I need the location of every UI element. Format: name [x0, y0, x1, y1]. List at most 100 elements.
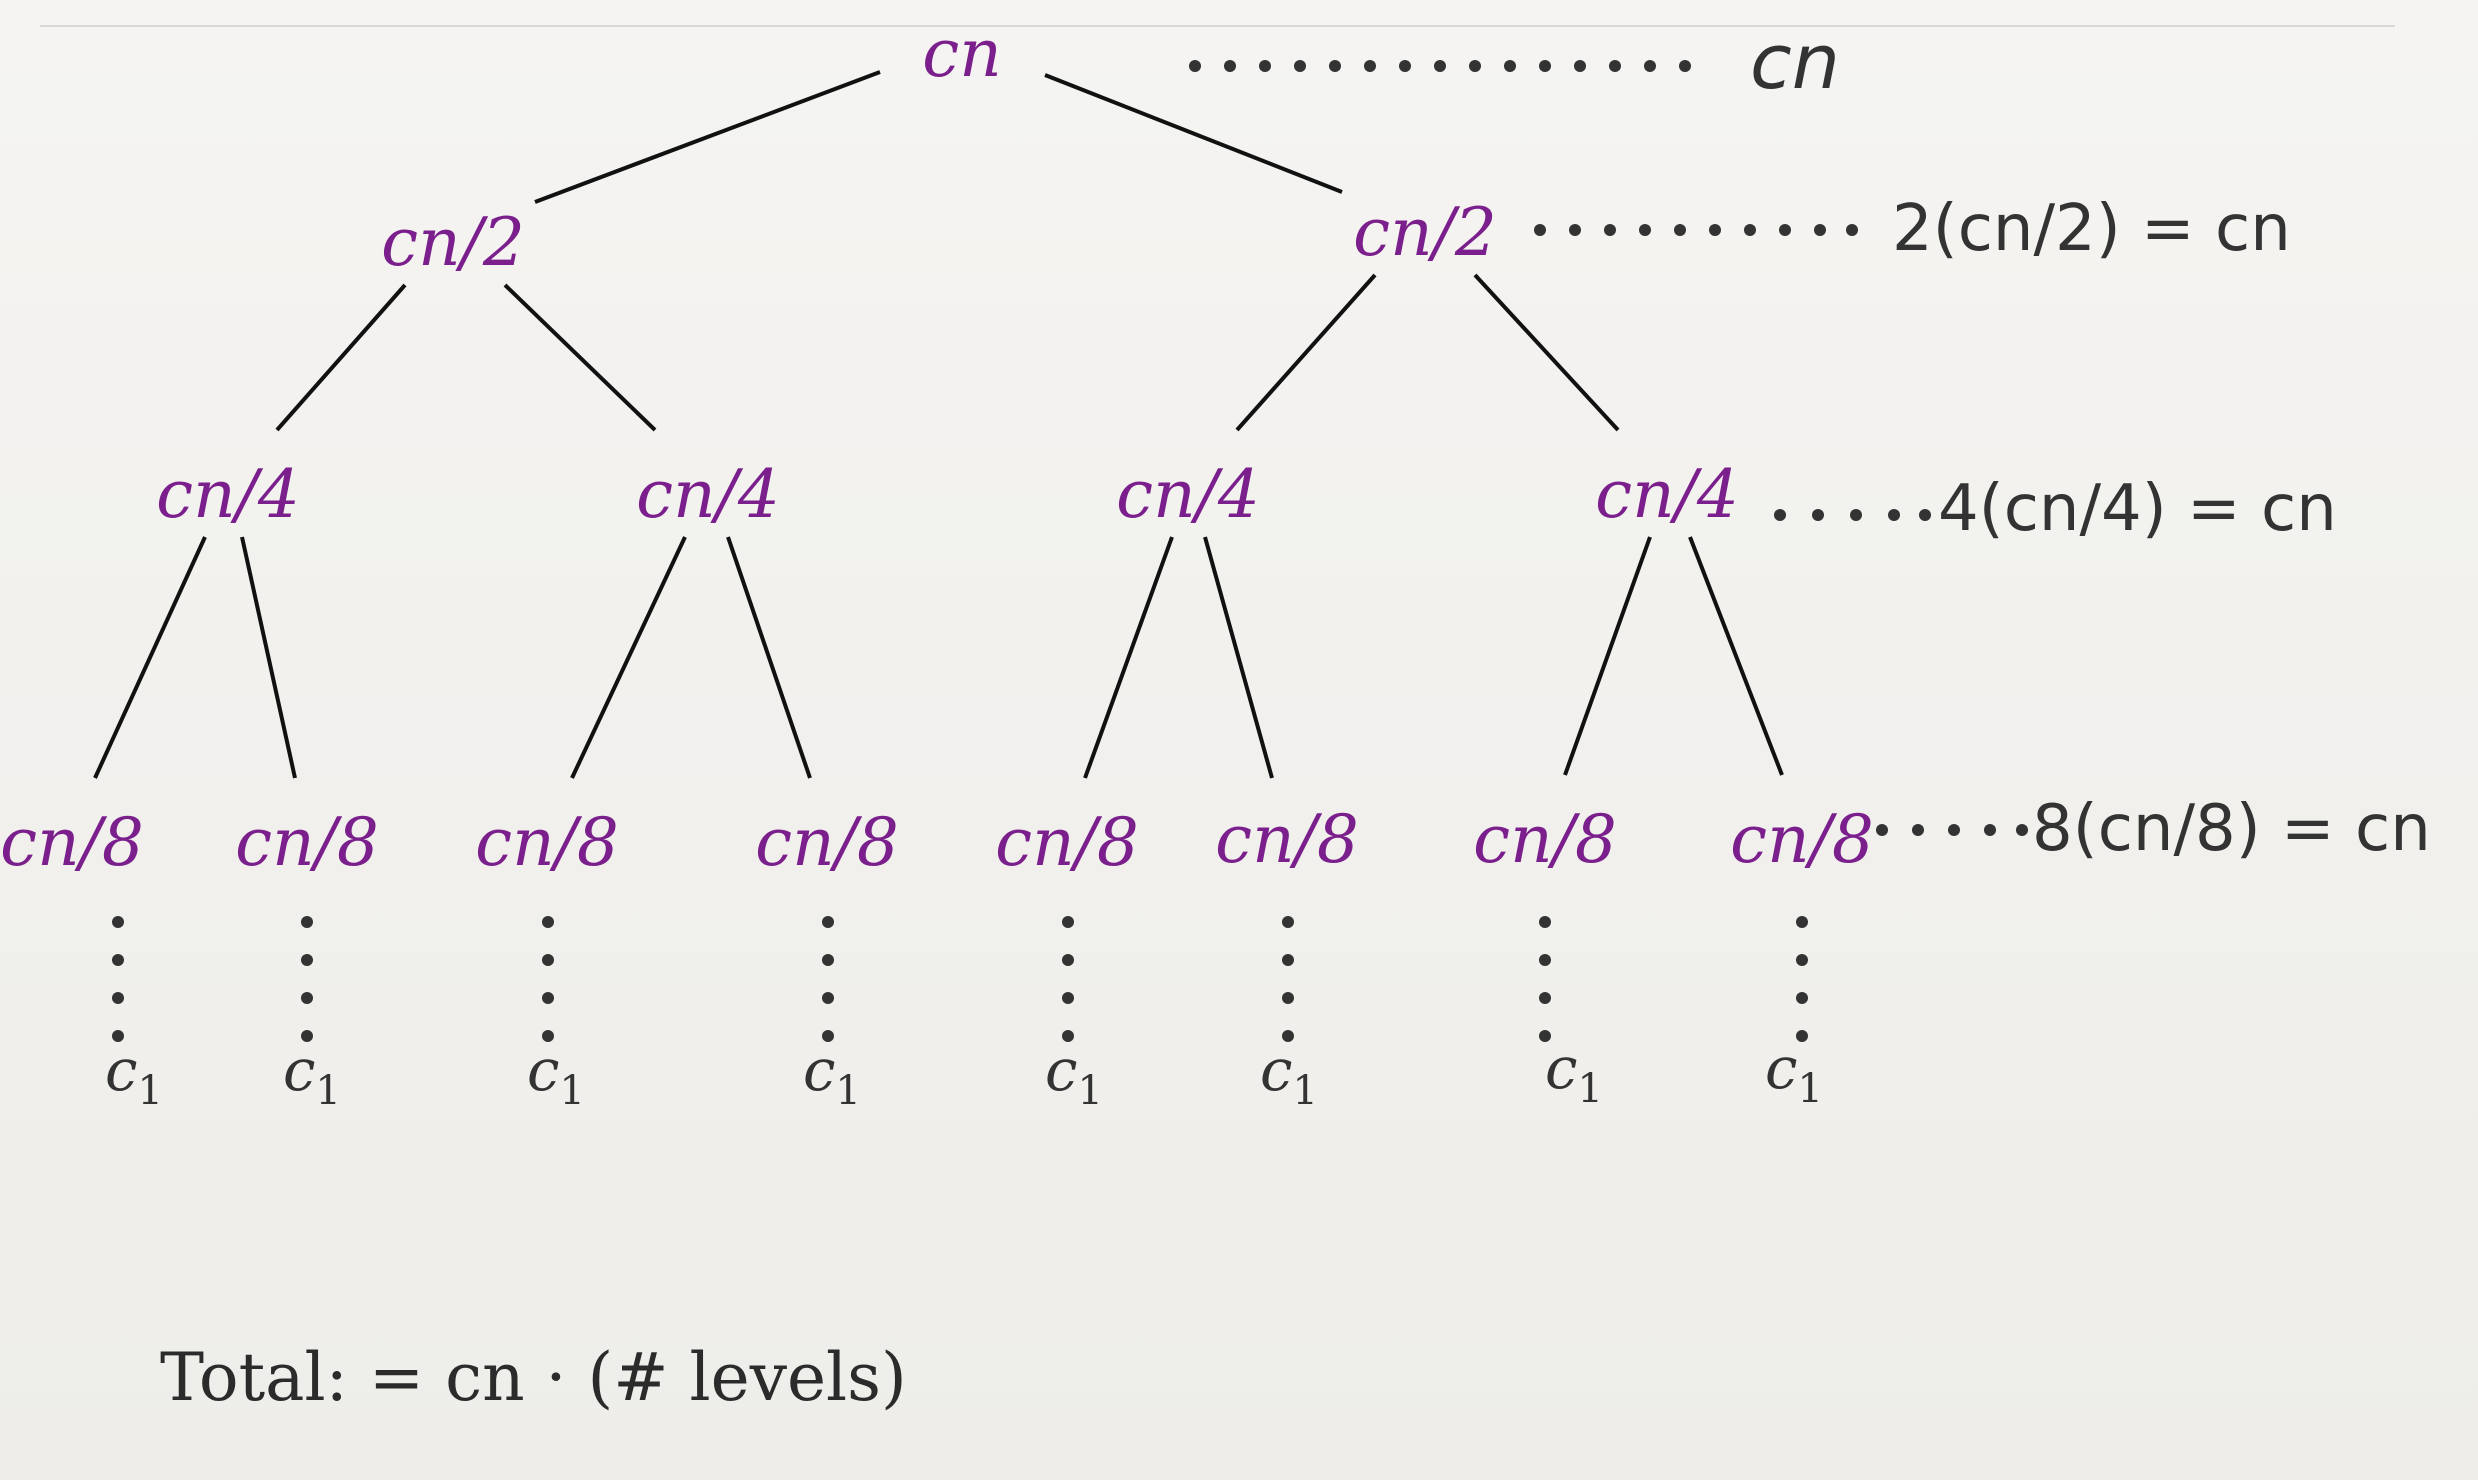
dot — [1539, 992, 1551, 1004]
edge — [534, 70, 881, 204]
dot — [822, 916, 834, 928]
dot — [1888, 509, 1900, 521]
leaf-base: c — [1765, 1034, 1797, 1102]
dot — [542, 954, 554, 966]
dot — [1779, 224, 1791, 236]
dot — [1062, 992, 1074, 1004]
dot — [1812, 509, 1824, 521]
dot — [1282, 992, 1294, 1004]
leaf-subscript: 1 — [315, 1068, 340, 1114]
total-formula: Total: = cn · (# levels) — [160, 1339, 907, 1416]
leaf-label: c1 — [1260, 1036, 1318, 1114]
level-sum-3: 8(cn/8) = cn — [2032, 792, 2431, 866]
dot — [542, 992, 554, 1004]
leaf-label: c1 — [1765, 1034, 1823, 1112]
edge — [275, 283, 407, 432]
dot — [822, 992, 834, 1004]
leaf-subscript: 1 — [559, 1068, 584, 1114]
dot — [1539, 60, 1551, 72]
edges-level-1 — [275, 273, 1620, 432]
leaf-base: c — [1045, 1036, 1077, 1104]
dot — [1604, 224, 1616, 236]
leaf-label: c1 — [1045, 1036, 1103, 1114]
vertical-dots — [112, 916, 124, 1042]
dot — [1282, 954, 1294, 966]
dot — [1796, 992, 1808, 1004]
dot — [822, 954, 834, 966]
dot — [822, 1030, 834, 1042]
edge — [726, 536, 812, 779]
dot — [1850, 509, 1862, 521]
vertical-dots — [1062, 916, 1074, 1042]
dot — [1282, 916, 1294, 928]
vertical-dots-group — [112, 916, 1808, 1042]
dot — [1364, 60, 1376, 72]
dot — [1469, 60, 1481, 72]
leaf-label: c1 — [527, 1036, 585, 1114]
level-sum-2: 4(cn/4) = cn — [1938, 472, 2337, 546]
tree-node-level2: cn/4 — [156, 456, 300, 533]
dot — [1062, 916, 1074, 928]
tree-node-level2: cn/4 — [1116, 456, 1260, 533]
dot — [1674, 224, 1686, 236]
dot — [112, 954, 124, 966]
tree-node-level3: cn/8 — [1473, 801, 1617, 878]
vertical-dots — [1796, 916, 1808, 1042]
edge — [1203, 536, 1274, 779]
tree-node-level3: cn/8 — [0, 804, 144, 881]
dot — [1539, 1030, 1551, 1042]
tree-node-level2: cn/4 — [636, 456, 780, 533]
dot — [1399, 60, 1411, 72]
dot — [301, 992, 313, 1004]
vertical-dots — [542, 916, 554, 1042]
dot — [301, 1030, 313, 1042]
dot — [112, 1030, 124, 1042]
dot — [1984, 824, 1996, 836]
leaf-base: c — [803, 1036, 835, 1104]
dot — [1062, 954, 1074, 966]
dot — [1539, 916, 1551, 928]
tree-node-level3: cn/8 — [475, 804, 619, 881]
dot-leader-level-0 — [1189, 60, 1691, 72]
leaf-subscript: 1 — [137, 1068, 162, 1114]
dot — [301, 954, 313, 966]
leaf-base: c — [1545, 1034, 1577, 1102]
vertical-dots — [822, 916, 834, 1042]
dot — [1504, 60, 1516, 72]
leaf-base: c — [105, 1036, 137, 1104]
dot — [1876, 824, 1888, 836]
vertical-dots — [1539, 916, 1551, 1042]
leaf-label: c1 — [803, 1036, 861, 1114]
dot — [542, 916, 554, 928]
edge — [1688, 536, 1784, 776]
tree-node-level3: cn/8 — [1730, 801, 1874, 878]
edges-level-0 — [534, 70, 1343, 204]
dot — [1224, 60, 1236, 72]
dot — [112, 992, 124, 1004]
dot — [1609, 60, 1621, 72]
edge — [1473, 273, 1620, 432]
dot-leader-level-3 — [1876, 824, 2028, 836]
dot — [1846, 224, 1858, 236]
leaf-base: c — [1260, 1036, 1292, 1104]
leaf-subscript: 1 — [1797, 1066, 1822, 1112]
edge — [1083, 536, 1174, 779]
edges-level-2 — [93, 536, 1784, 779]
dot — [1919, 509, 1931, 521]
dot — [1644, 60, 1656, 72]
dot — [1259, 60, 1271, 72]
edge — [93, 536, 207, 779]
leaf-subscript: 1 — [1077, 1068, 1102, 1114]
leaf-subscript: 1 — [835, 1068, 860, 1114]
dot-leader-level-1 — [1534, 224, 1858, 236]
dot — [1294, 60, 1306, 72]
tree-node-level1: cn/2 — [381, 204, 525, 281]
leaf-subscript: 1 — [1577, 1066, 1602, 1112]
tree-node-level3: cn/8 — [1215, 801, 1359, 878]
tree-node-level3: cn/8 — [755, 804, 899, 881]
dot — [1282, 1030, 1294, 1042]
dot — [1189, 60, 1201, 72]
edge — [1235, 273, 1377, 432]
tree-node-level3: cn/8 — [995, 804, 1139, 881]
